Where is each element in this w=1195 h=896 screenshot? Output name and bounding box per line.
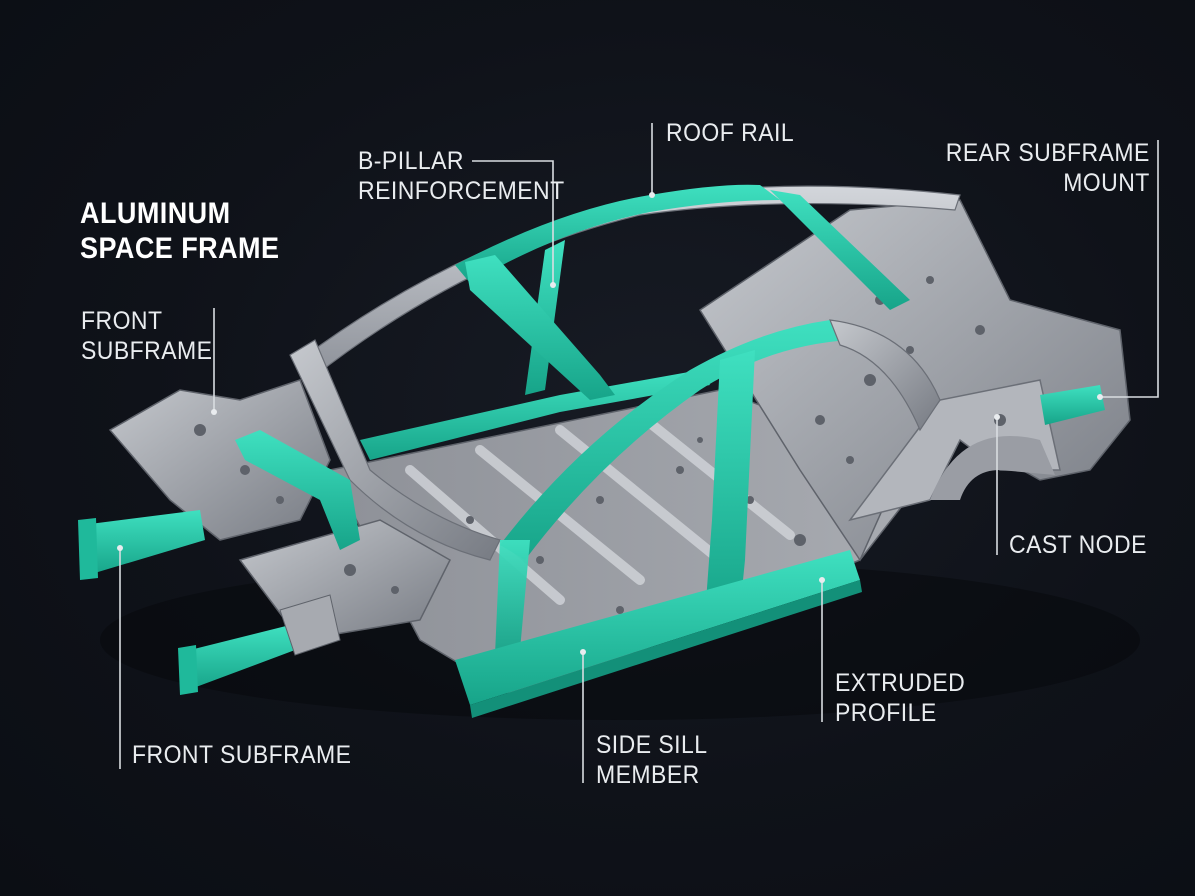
front-crash-rail-lower xyxy=(182,625,295,690)
rear-panel-holes xyxy=(815,276,1006,464)
label-extruded-profile: EXTRUDED PROFILE xyxy=(835,669,966,727)
label-rear-subframe-mount: REAR SUBFRAME MOUNT xyxy=(945,139,1150,197)
side-sill-far xyxy=(360,370,710,460)
rear-wheel-arch xyxy=(930,436,1055,500)
a-pillar-lower-near xyxy=(495,540,530,655)
label-front-subframe-bottom: FRONT SUBFRAME xyxy=(132,741,352,769)
windshield-header xyxy=(465,255,615,400)
roof-rail-far xyxy=(455,184,780,283)
diagram-title: ALUMINUM SPACE FRAME xyxy=(80,197,280,265)
side-sill-near-edge xyxy=(470,580,862,718)
c-pillar-far xyxy=(770,190,910,310)
label-side-sill-member: SIDE SILL MEMBER xyxy=(596,731,708,789)
leader-b-pillar xyxy=(472,160,554,285)
leader-rear-subframe-mount xyxy=(1100,140,1159,398)
b-pillar-near xyxy=(705,350,755,615)
front-crash-rail-lower-cap xyxy=(178,645,198,695)
label-cast-node: CAST NODE xyxy=(1009,531,1147,559)
front-crash-rail-upper-cap xyxy=(78,518,98,580)
front-holes xyxy=(194,424,399,594)
label-front-subframe-top: FRONT SUBFRAME xyxy=(81,307,213,365)
floor-holes xyxy=(466,437,806,614)
leader-lines xyxy=(119,123,1159,783)
rear-subframe-mount-rail xyxy=(1040,385,1105,425)
leader-dots xyxy=(117,192,1103,655)
front-lower-rail-joint xyxy=(279,594,341,656)
side-sill-near xyxy=(455,550,860,705)
front-crash-rail-upper xyxy=(82,510,205,575)
label-roof-rail: ROOF RAIL xyxy=(666,119,795,147)
front-cross-brace xyxy=(235,430,360,550)
c-pillar-near xyxy=(829,319,941,432)
label-b-pillar-reinforcement: B-PILLAR REINFORCEMENT xyxy=(358,147,565,205)
roof-rail-near xyxy=(500,320,850,560)
